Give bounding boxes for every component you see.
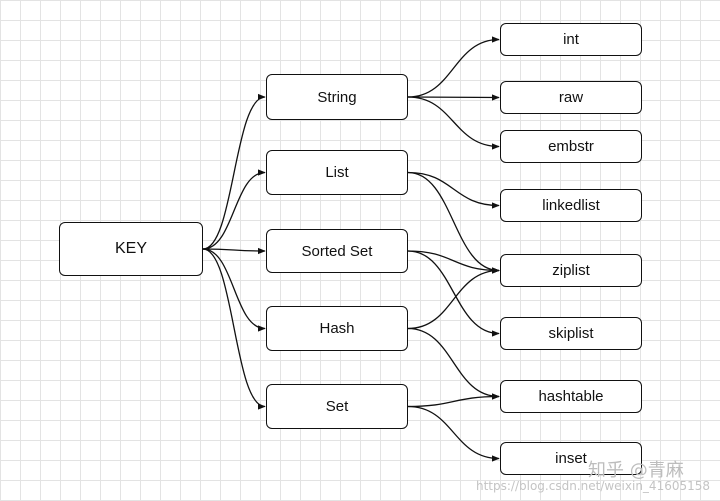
edge-key-to-set xyxy=(202,248,266,410)
edge-key-to-string xyxy=(202,93,266,250)
edge-key-to-hash xyxy=(202,248,266,332)
edge-sortedset-to-ziplist xyxy=(407,250,500,274)
node-embstr[interactable]: embstr xyxy=(500,130,642,163)
edge-key-to-list xyxy=(202,169,266,250)
edge-key-to-sortedset xyxy=(202,247,266,255)
edge-string-to-raw xyxy=(407,94,500,101)
edge-set-to-inset xyxy=(407,405,500,462)
edge-hash-to-hashtable xyxy=(407,327,500,400)
node-set[interactable]: Set xyxy=(266,384,408,429)
watermark-url: https://blog.csdn.net/weixin_41605158 xyxy=(476,479,711,493)
watermark-brand: 知乎 @青麻 xyxy=(588,460,684,481)
edge-list-to-ziplist xyxy=(407,171,500,274)
node-ziplist[interactable]: ziplist xyxy=(500,254,642,287)
edge-string-to-int xyxy=(407,36,500,98)
node-key[interactable]: KEY xyxy=(59,222,203,276)
node-raw[interactable]: raw xyxy=(500,81,642,114)
node-linkedlist[interactable]: linkedlist xyxy=(500,189,642,222)
node-string[interactable]: String xyxy=(266,74,408,120)
node-hash[interactable]: Hash xyxy=(266,306,408,351)
edge-string-to-embstr xyxy=(407,96,500,150)
edge-set-to-hashtable xyxy=(407,393,500,408)
node-hashtable[interactable]: hashtable xyxy=(500,380,642,413)
edge-hash-to-ziplist xyxy=(407,267,500,330)
node-sorted-set[interactable]: Sorted Set xyxy=(266,229,408,273)
node-list[interactable]: List xyxy=(266,150,408,195)
node-int[interactable]: int xyxy=(500,23,642,56)
edge-list-to-linkedlist xyxy=(407,171,500,209)
node-skiplist[interactable]: skiplist xyxy=(500,317,642,350)
node-inset[interactable]: inset xyxy=(500,442,642,475)
edge-sortedset-to-skiplist xyxy=(407,250,500,337)
